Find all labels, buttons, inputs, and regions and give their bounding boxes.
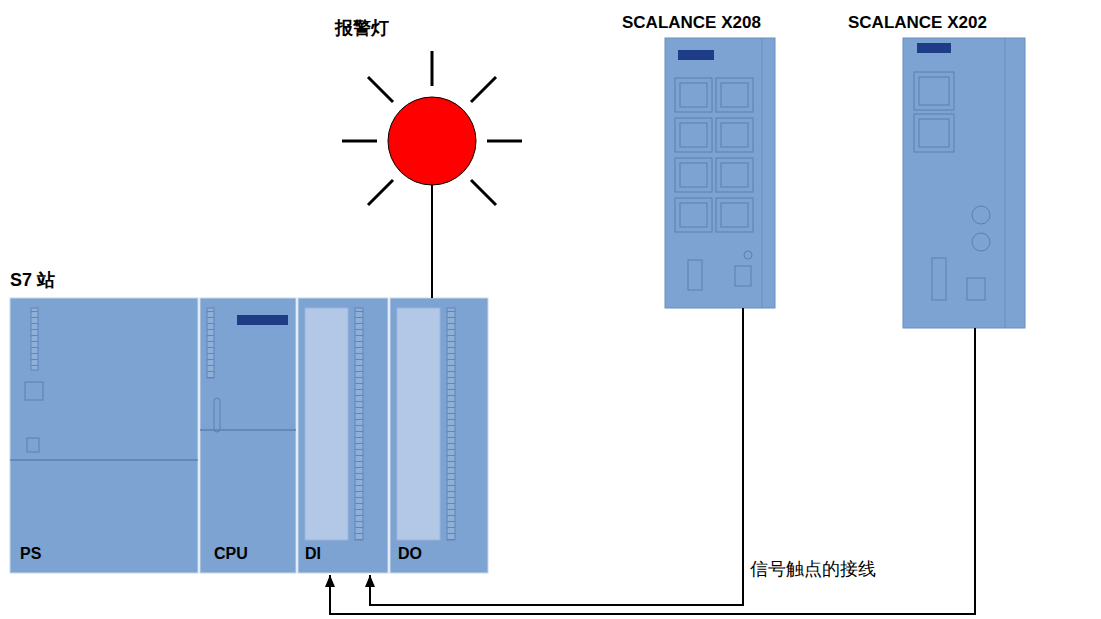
wire-line [370, 308, 743, 605]
node-label: SCALANCE X208 [622, 13, 761, 33]
wiring-label: 信号触点的接线 [750, 557, 876, 581]
switch-x202 [903, 38, 1025, 328]
cpu-module: CPU [200, 298, 296, 573]
alarm-lamp: 报警灯 [330, 10, 534, 185]
node-label: CPU [214, 545, 248, 563]
power-module: PS [10, 298, 198, 573]
signal-wire [432, 185, 433, 298]
arrowhead [365, 575, 375, 587]
wire-line [431, 185, 433, 298]
di-module: DI [298, 298, 388, 573]
s7-rack [10, 298, 488, 573]
alarm-lamp [342, 51, 522, 205]
node-label: DI [305, 545, 321, 563]
switch-x202: SCALANCE X202 [903, 38, 1025, 328]
node-label: SCALANCE X202 [848, 13, 987, 33]
wire-line [330, 328, 975, 614]
signal-wire [325, 328, 975, 614]
node-label: PS [20, 545, 41, 563]
signal-wire [365, 308, 743, 605]
node-label: DO [398, 545, 422, 563]
switch-x208: SCALANCE X208 [665, 38, 775, 308]
node-label: 报警灯 [335, 16, 389, 40]
s7-station: S7 站PSCPUDIDO [10, 298, 488, 573]
switch-x208 [665, 38, 775, 308]
do-module: DO [390, 298, 488, 573]
node-label: S7 站 [10, 268, 55, 292]
arrowhead [325, 575, 335, 587]
